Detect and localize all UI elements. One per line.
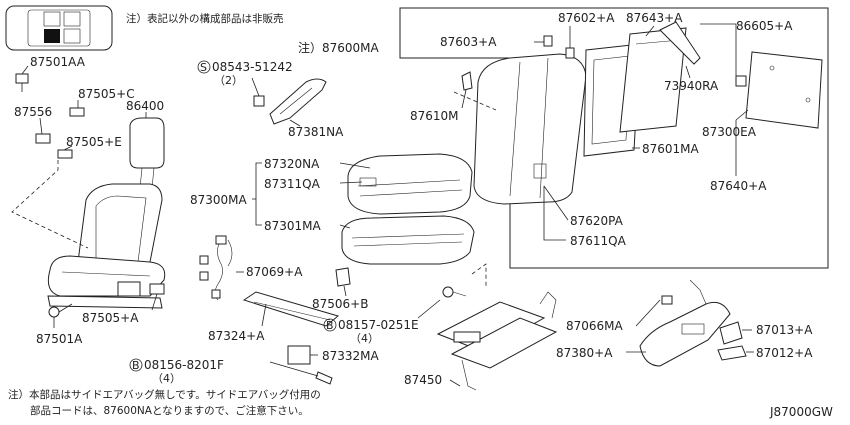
label-08157-qty: （4） <box>350 332 379 345</box>
label-87450: 87450 <box>404 373 442 387</box>
seatback-parts <box>461 21 823 205</box>
note-airbag-line1: 注）本部品はサイドエアバッグ無しです。サイドエアバッグ付用の <box>8 388 321 401</box>
label-08156-qty: （4） <box>152 372 181 385</box>
highlighted-seat-marker <box>44 29 60 43</box>
label-87611qa: 87611QA <box>570 234 627 248</box>
seatback-assembly-frame <box>399 7 829 269</box>
side-cover-87381na <box>253 78 327 125</box>
label-87601ma: 87601MA <box>642 142 700 156</box>
label-87069a: 87069+A <box>246 265 303 279</box>
label-87505e: 87505+E <box>66 135 122 149</box>
b-badge-08157-letter: B <box>326 319 334 332</box>
label-87012a: 87012+A <box>756 346 813 360</box>
label-87311qa: 87311QA <box>264 177 321 191</box>
seat-track-87450 <box>436 286 558 391</box>
label-08543-51242: 08543-51242 <box>212 60 293 74</box>
label-87501a: 87501A <box>36 332 83 346</box>
s-badge-letter: S <box>200 61 207 74</box>
label-87620pa: 87620PA <box>570 214 624 228</box>
label-87556: 87556 <box>14 105 52 119</box>
label-08157-0251e: 08157-0251E <box>338 318 419 332</box>
label-87320na: 87320NA <box>264 157 320 171</box>
label-87610m: 87610M <box>410 109 459 123</box>
label-87506b: 87506+B <box>312 297 368 311</box>
seat-cushion-parts <box>341 153 475 265</box>
label-87505c: 87505+C <box>78 87 135 101</box>
label-08156-8201f: 08156-8201F <box>144 358 224 372</box>
label-87013a: 87013+A <box>756 323 813 337</box>
car-location-thumbnail <box>5 5 113 51</box>
b-badge-08157 <box>323 318 337 332</box>
label-87501aa: 87501AA <box>30 55 86 69</box>
b-badge-08156-letter: B <box>132 359 140 372</box>
label-87600ma: 注）87600MA <box>298 40 380 55</box>
small-clips-group <box>15 73 85 159</box>
wire-harness-87069a <box>199 235 233 301</box>
label-87066ma: 87066MA <box>566 319 624 333</box>
diagram-code: J87000GW <box>769 405 833 419</box>
trim-87324a <box>242 291 340 327</box>
b-badge-08156 <box>129 358 143 372</box>
headrest-shape <box>129 117 165 169</box>
label-87300ea: 87300EA <box>702 125 757 139</box>
bracket-87332ma <box>287 345 311 365</box>
label-86605a: 86605+A <box>736 19 793 33</box>
label-87300ma: 87300MA <box>190 193 248 207</box>
label-86400: 86400 <box>126 99 164 113</box>
label-87332ma: 87332MA <box>322 349 380 363</box>
label-87324a: 87324+A <box>208 329 265 343</box>
note-not-sold-separately: 注）表記以外の構成部品は非販売 <box>126 12 284 25</box>
label-87602a: 87602+A <box>558 11 615 25</box>
side-trim-87380a <box>639 279 731 367</box>
knob-87013a <box>719 321 743 345</box>
label-87643a: 87643+A <box>626 11 683 25</box>
label-08543-qty: （2） <box>214 74 243 87</box>
seat-assembly-drawing <box>47 117 166 309</box>
label-87301ma: 87301MA <box>264 219 322 233</box>
label-87380a: 87380+A <box>556 346 613 360</box>
clip-87506b <box>335 267 351 287</box>
label-87381na: 87381NA <box>288 125 344 139</box>
clip-87505a <box>149 283 165 295</box>
knob-87012a <box>717 345 747 361</box>
s-badge <box>197 60 211 74</box>
label-73940ra: 73940RA <box>664 79 719 93</box>
label-87603a: 87603+A <box>440 35 497 49</box>
label-87640a: 87640+A <box>710 179 767 193</box>
note-airbag-line2: 部品コードは、87600NAとなりますので、ご注意下さい。 <box>30 404 309 417</box>
label-87505a: 87505+A <box>82 311 139 325</box>
